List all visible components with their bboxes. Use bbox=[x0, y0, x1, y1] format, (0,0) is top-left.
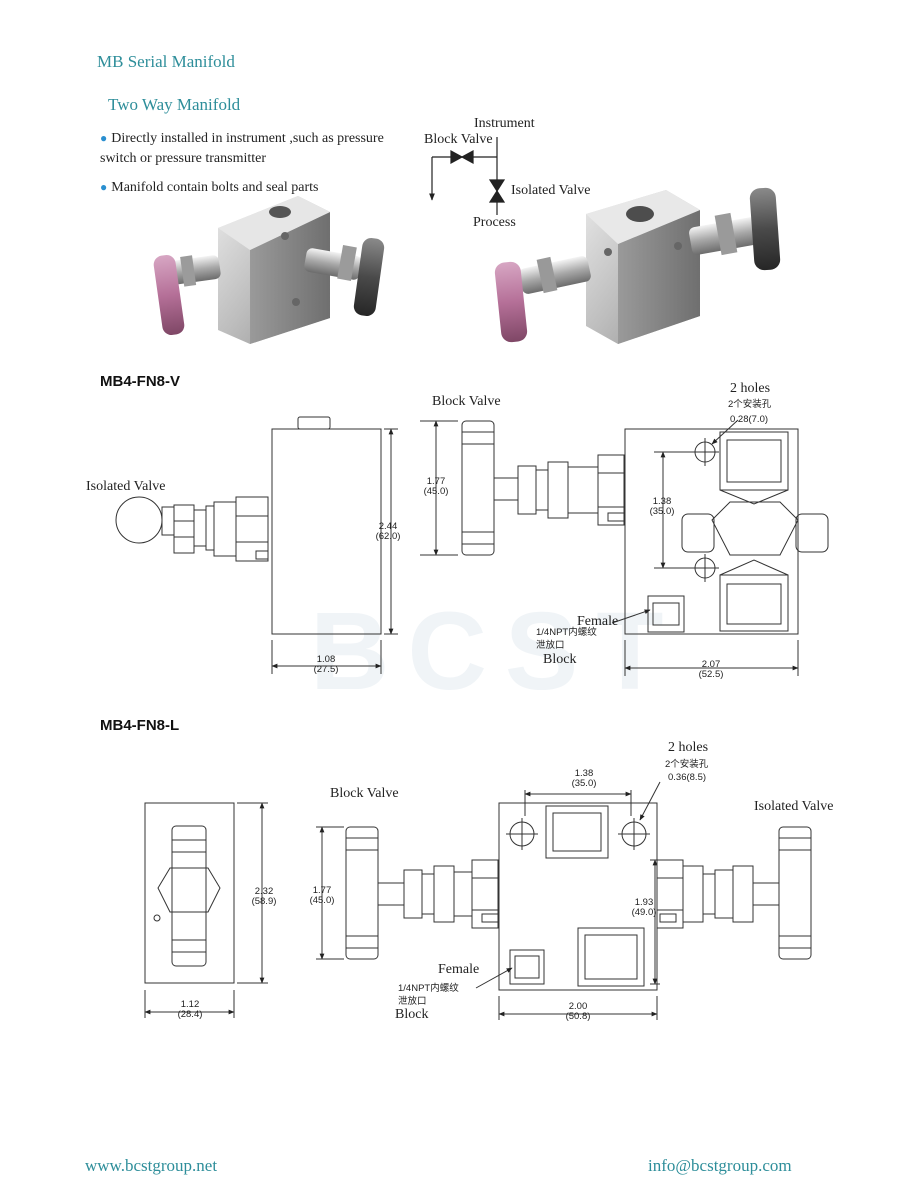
bullet-item: ●Directly installed in instrument ,such … bbox=[100, 131, 384, 166]
l-hole-dia-label: 0.36(8.5) bbox=[668, 772, 707, 783]
product-photo-right bbox=[494, 187, 781, 344]
schematic-isolated-valve-label: Isolated Valve bbox=[511, 183, 591, 198]
v-block-label: Block bbox=[543, 652, 577, 667]
l-vent-label: 泄放口 bbox=[398, 996, 427, 1007]
v-isolated-valve-label: Isolated Valve bbox=[86, 479, 166, 494]
l-npt-label: 1/4NPT内螺纹 bbox=[398, 983, 459, 994]
bullet-item: ●Manifold contain bolts and seal parts bbox=[100, 180, 319, 195]
l-dim-block: 2.00(50.8) bbox=[565, 1001, 591, 1022]
drawing-l bbox=[144, 781, 812, 1020]
v-dim-width: 1.08(27.5) bbox=[313, 654, 339, 675]
v-holes-label: 2 holes bbox=[730, 381, 771, 396]
drawing-v bbox=[115, 416, 829, 676]
v-npt-label: 1/4NPT内螺纹 bbox=[536, 627, 597, 638]
l-dim-holes: 1.38(35.0) bbox=[571, 768, 597, 789]
v-dim-valve: 1.77(45.0) bbox=[423, 476, 449, 497]
section-title: Two Way Manifold bbox=[108, 95, 241, 114]
l-block-label: Block bbox=[395, 1007, 429, 1022]
v-female-label: Female bbox=[577, 614, 619, 629]
v-dim-height: 2.44(62.0) bbox=[375, 521, 401, 542]
model-l-title: MB4-FN8-L bbox=[100, 717, 180, 734]
schematic-instrument-label: Instrument bbox=[474, 116, 535, 131]
schematic-block-valve-label: Block Valve bbox=[424, 132, 493, 147]
l-dim-right: 1.93(49.0) bbox=[631, 897, 657, 918]
l-dim-width: 1.12(28.4) bbox=[177, 999, 203, 1020]
model-v-title: MB4-FN8-V bbox=[100, 373, 181, 390]
v-hole-dia-label: 0.28(7.0) bbox=[730, 414, 769, 425]
l-dim-height: 2.32(58.9) bbox=[251, 886, 277, 907]
l-holes-cn-label: 2个安装孔 bbox=[665, 759, 709, 770]
page-title: MB Serial Manifold bbox=[97, 52, 235, 71]
v-block-valve-label: Block Valve bbox=[432, 394, 501, 409]
v-dim-holes: 1.38(35.0) bbox=[649, 496, 675, 517]
bullet-icon: ● bbox=[100, 180, 108, 194]
l-holes-label: 2 holes bbox=[668, 740, 709, 755]
footer-website-link[interactable]: www.bcstgroup.net bbox=[85, 1156, 218, 1175]
v-vent-label: 泄放口 bbox=[536, 640, 565, 651]
l-female-label: Female bbox=[438, 962, 480, 977]
l-block-valve-label: Block Valve bbox=[330, 786, 399, 801]
valve-schematic bbox=[429, 137, 506, 215]
l-dim-valve: 1.77(45.0) bbox=[309, 885, 335, 906]
v-dim-block: 2.07(52.5) bbox=[698, 659, 724, 680]
schematic-process-label: Process bbox=[473, 215, 516, 230]
product-photo-left bbox=[153, 196, 385, 344]
bullet-icon: ● bbox=[100, 131, 108, 145]
watermark: BCST bbox=[310, 590, 682, 713]
v-holes-cn-label: 2个安装孔 bbox=[728, 399, 772, 410]
l-isolated-valve-label: Isolated Valve bbox=[754, 799, 834, 814]
footer-email-link[interactable]: info@bcstgroup.com bbox=[648, 1156, 792, 1175]
